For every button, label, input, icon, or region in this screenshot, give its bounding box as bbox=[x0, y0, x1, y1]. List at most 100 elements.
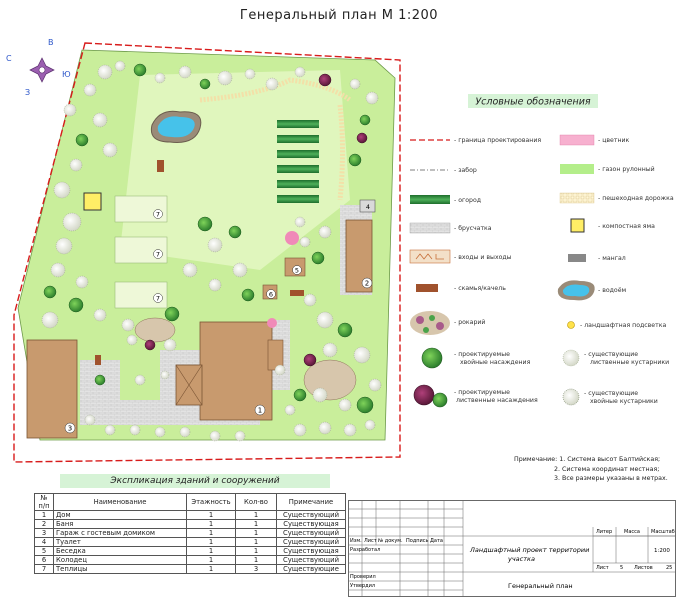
legend-label-deciduous-new-l2: лиственные насаждения bbox=[456, 397, 538, 404]
shrub-icon bbox=[160, 370, 170, 380]
building-number-7b: 7 bbox=[156, 250, 160, 258]
table-cell: 4 bbox=[34, 537, 54, 547]
table-cell: Туалет bbox=[53, 537, 187, 547]
col-header-name: Наименование bbox=[53, 493, 187, 511]
legend-swatch-conifer-shrub bbox=[562, 388, 580, 406]
legend-title: Условные обозначения bbox=[475, 97, 590, 108]
shrub-icon bbox=[83, 83, 97, 97]
shrub-icon bbox=[114, 60, 126, 72]
table-cell: Гараж с гостевым домиком bbox=[53, 528, 187, 538]
table-cell: 1 bbox=[186, 564, 236, 574]
legend-label-lawn: - газон рулонный bbox=[598, 165, 655, 173]
col-header-num: № п/п bbox=[34, 493, 54, 511]
legend-swatch-rockery bbox=[410, 311, 450, 335]
compass-n: В bbox=[48, 38, 54, 47]
title-block: Изм. Лист № докум. Подпись Дата Разработ… bbox=[348, 500, 676, 597]
legend-label-light: - ландшафтная подсветка bbox=[580, 322, 666, 329]
shrub-icon bbox=[364, 419, 376, 431]
note-3: 3. Все размеры указаны в метрах. bbox=[554, 475, 668, 482]
legend-label-boundary: - граница проектирования bbox=[454, 137, 541, 144]
shrub-icon bbox=[207, 237, 223, 253]
shrub-icon bbox=[93, 308, 107, 322]
building-bathhouse: 2 bbox=[345, 219, 373, 293]
note-1: Примечание: 1. Система высот Балтийская; bbox=[514, 456, 661, 463]
vegetable-beds bbox=[277, 120, 319, 203]
compass: В Ю З С bbox=[6, 38, 71, 97]
legend-swatch-compost bbox=[570, 218, 585, 233]
table-cell: Баня bbox=[53, 519, 187, 529]
shrub-icon bbox=[284, 404, 296, 416]
shrub-icon bbox=[154, 426, 166, 438]
table-cell: 1 bbox=[34, 510, 54, 520]
shrub-icon bbox=[232, 262, 248, 278]
shrub-icon bbox=[244, 68, 256, 80]
stamp-col-change: Изм. bbox=[350, 538, 362, 544]
note-2: 2. Система координат местная; bbox=[554, 465, 660, 473]
legend-swatch-lawn bbox=[560, 164, 594, 174]
building-toilet: 4 bbox=[359, 199, 376, 213]
legend-label-deciduous-shrub-l2: лиственные кустарники bbox=[590, 359, 669, 366]
building-number-3: 3 bbox=[68, 425, 72, 433]
deciduous-tree-icon bbox=[144, 339, 156, 351]
conifer-tree-icon bbox=[359, 114, 371, 126]
shrub-icon bbox=[134, 374, 146, 386]
col-header-note: Примечание bbox=[276, 493, 346, 511]
shrub-icon bbox=[97, 64, 113, 80]
table-cell: Существующие bbox=[276, 564, 346, 574]
stamp-col-doc: № докум. bbox=[378, 538, 403, 544]
table-cell: 6 bbox=[34, 555, 54, 565]
building-house: 1 bbox=[175, 321, 284, 421]
table-cell: Дом bbox=[53, 510, 187, 520]
shrub-icon bbox=[316, 311, 334, 329]
shrub-icon bbox=[41, 311, 59, 329]
legend-label-paving: - брусчатка bbox=[454, 224, 492, 232]
legend-swatch-deciduous-shrub bbox=[562, 349, 580, 367]
stamp-col-sign: Подпись bbox=[406, 538, 429, 544]
shrub-icon bbox=[179, 426, 191, 438]
deciduous-tree-icon bbox=[318, 73, 332, 87]
building-number-6: 6 bbox=[269, 290, 273, 298]
table-cell: Беседка bbox=[53, 546, 187, 556]
shrub-icon bbox=[294, 216, 306, 228]
shrub-icon bbox=[234, 430, 246, 442]
legend-label-bench: - скамья/качель bbox=[454, 285, 506, 292]
legend-label-deciduous-new: - проектируемые лиственные насаждения bbox=[454, 389, 538, 404]
design-boundary bbox=[13, 42, 401, 463]
shrub-icon bbox=[163, 338, 177, 352]
shrub-icon bbox=[353, 346, 371, 364]
table-cell: 1 bbox=[235, 528, 277, 538]
conifer-tree-icon bbox=[68, 297, 84, 313]
legend-swatch-garden bbox=[410, 195, 450, 204]
legend-label-deciduous-new-l1: - проектируемые bbox=[454, 389, 510, 396]
explication-title: Экспликация зданий и сооружений bbox=[60, 474, 330, 488]
deciduous-tree-icon bbox=[303, 353, 317, 367]
stamp-stage-header: Литер bbox=[596, 529, 612, 535]
building-number-2: 2 bbox=[365, 280, 369, 288]
shrub-icon bbox=[365, 91, 379, 105]
compass-e: Ю bbox=[62, 70, 71, 79]
shrub-icon bbox=[322, 342, 338, 358]
shrub-icon bbox=[92, 112, 108, 128]
stamp-project-l1: Ландшафтный проект территории bbox=[469, 546, 589, 554]
conifer-tree-icon bbox=[241, 288, 255, 302]
shrub-icon bbox=[63, 103, 77, 117]
shrub-icon bbox=[75, 275, 89, 289]
building-gazebo: 5 bbox=[284, 257, 306, 277]
legend-label-conifer-new: - проектируемые хвойные насаждения bbox=[454, 351, 531, 366]
building-number-7a: 7 bbox=[156, 210, 160, 218]
col-header-count: Кол-во bbox=[235, 493, 277, 511]
shrub-icon bbox=[50, 262, 66, 278]
compost-pit bbox=[83, 192, 102, 211]
building-number-5: 5 bbox=[295, 266, 299, 274]
stamp-col-sheet: Лист bbox=[364, 538, 377, 544]
table-cell: 3 bbox=[235, 564, 277, 574]
table-cell: 3 bbox=[34, 528, 54, 538]
table-cell: 1 bbox=[186, 546, 236, 556]
shrub-icon bbox=[217, 70, 233, 86]
legend-label-entrances: - входы и выходы bbox=[454, 254, 512, 261]
table-cell: 7 bbox=[34, 564, 54, 574]
footpath bbox=[199, 77, 352, 201]
stamp-project: Ландшафтный проект территории участка bbox=[469, 546, 591, 563]
